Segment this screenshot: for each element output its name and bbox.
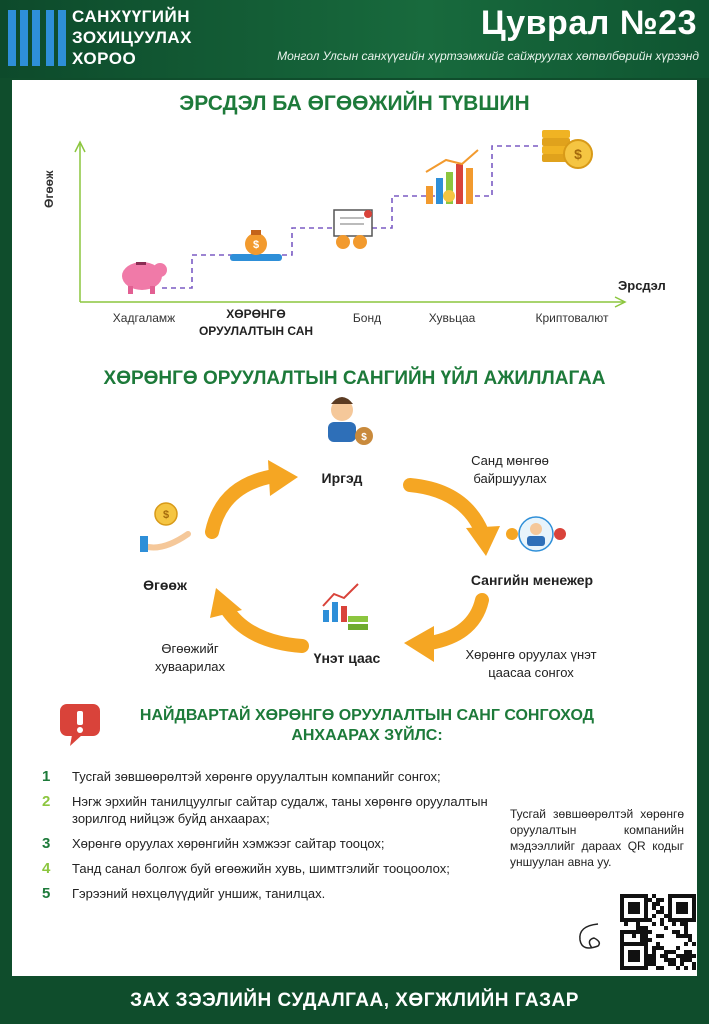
label-investment-fund: ХӨРӨНГӨ ОРУУЛАЛТЫН САН — [198, 307, 314, 338]
label-stock: Хувьцаа — [428, 311, 476, 325]
coin-hand-icon: $ — [140, 502, 191, 552]
checklist-text: Гэрээний нөхцөлүүдийг уншиж, танилцах. — [72, 886, 326, 901]
node-securities: Үнэт цаас — [313, 650, 381, 666]
risk-return-diagram: $ $ — [74, 130, 627, 308]
svg-text:$: $ — [361, 432, 367, 443]
checklist-text: Танд санал болгож буй өгөөжийн хувь, шим… — [72, 861, 450, 876]
checklist-text: Нэгж эрхийн танилцуулгыг сайтар судалж, … — [72, 794, 488, 826]
arrow-bottom-right — [404, 593, 489, 662]
arrow-bottom-left — [210, 588, 309, 653]
risk-return-title: ЭРСДЭЛ БА ӨГӨӨЖИЙН ТҮВШИН — [179, 92, 530, 115]
org-name-line-2: ЗОХИЦУУЛАХ — [72, 28, 193, 47]
label-crypto: Криптовалют — [535, 311, 609, 325]
org-name: САНХҮҮГИЙН ЗОХИЦУУЛАХ ХОРОО — [72, 6, 192, 69]
money-bag-hands-icon: $ — [230, 230, 282, 261]
checklist-item: 5 Гэрээний нөхцөлүүдийг уншиж, танилцах. — [38, 885, 488, 902]
checklist-text: Тусгай зөвшөөрөлтэй хөрөнгө оруулалтын к… — [72, 769, 441, 784]
arrow-top-right — [403, 478, 500, 556]
stock-chart-icon — [322, 583, 368, 630]
arrow-label-distribute: Өгөөжийг хуваарилах — [154, 641, 226, 674]
node-citizens: Иргэд — [321, 470, 363, 486]
arrow-label-choose-securities: Хөрөнгө оруулах үнэт цаасаа сонгох — [465, 647, 597, 680]
warning-icon — [60, 704, 100, 746]
x-axis-label: Эрсдэл — [618, 278, 666, 293]
org-name-line-3: ХОРОО — [72, 49, 137, 68]
checklist-item: 2 Нэгж эрхийн танилцуулгыг сайтар судалж… — [38, 793, 488, 827]
footer: ЗАХ ЗЭЭЛИЙН СУДАЛГАА, ХӨГЖЛИЙН ГАЗАР — [0, 978, 709, 1024]
coin-stack-icon: $ — [542, 130, 593, 169]
checklist-number: 4 — [42, 860, 51, 877]
svg-text:$: $ — [253, 239, 259, 251]
cycle-title: ХӨРӨНГӨ ОРУУЛАЛТЫН САНГИЙН ҮЙЛ АЖИЛЛАГАА — [103, 368, 606, 389]
label-savings: Хадгаламж — [112, 311, 176, 325]
checklist-number: 5 — [42, 885, 51, 902]
arrow-label-deposit: Санд мөнгөө байршуулах — [471, 453, 549, 486]
header: САНХҮҮГИЙН ЗОХИЦУУЛАХ ХОРОО Цуврал №23 М… — [0, 0, 709, 78]
investor-icon: $ — [328, 397, 373, 445]
checklist-number: 1 — [42, 768, 51, 785]
org-name-line-1: САНХҮҮГИЙН — [72, 7, 191, 26]
manager-icon — [506, 516, 566, 552]
svg-text:$: $ — [574, 146, 582, 162]
checklist-number: 2 — [42, 793, 51, 810]
arrow-top-left — [205, 460, 298, 539]
node-fund-manager: Сангийн менежер — [470, 572, 594, 588]
checklist-item: 1 Тусгай зөвшөөрөлтэй хөрөнгө оруулалтын… — [38, 768, 488, 785]
org-logo-icon — [8, 10, 66, 66]
checklist-number: 3 — [42, 835, 51, 852]
checklist-item: 3 Хөрөнгө оруулах хөрөнгийн хэмжээг сайт… — [38, 835, 488, 852]
checklist: 1 Тусгай зөвшөөрөлтэй хөрөнгө оруулалтын… — [38, 768, 488, 910]
series-number: Цуврал №23 — [480, 4, 697, 42]
signature-icon — [579, 923, 601, 949]
cycle-diagram: $ $ — [140, 397, 566, 662]
qr-code-icon[interactable] — [620, 894, 696, 970]
node-returns: Өгөөж — [143, 577, 187, 593]
footer-department: ЗАХ ЗЭЭЛИЙН СУДАЛГАА, ХӨГЖЛИЙН ГАЗАР — [130, 990, 579, 1011]
bar-chart-icon — [425, 149, 479, 204]
bond-certificate-icon — [333, 209, 373, 249]
checklist-title: НАЙДВАРТАЙ ХӨРӨНГӨ ОРУУЛАЛТЫН САНГ СОНГО… — [139, 707, 595, 744]
checklist-text: Хөрөнгө оруулах хөрөнгийн хэмжээг сайтар… — [72, 836, 385, 851]
checklist-item: 4 Танд санал болгож буй өгөөжийн хувь, ш… — [38, 860, 488, 877]
label-bond: Бонд — [352, 311, 382, 325]
content-panel: ЭРСДЭЛ БА ӨГӨӨЖИЙН ТҮВШИН $ — [12, 80, 697, 976]
qr-note: Тусгай зөвшөөрөлтэй хөрөнгө оруулалтын к… — [510, 807, 684, 869]
piggy-bank-icon — [122, 262, 167, 294]
svg-text:$: $ — [163, 509, 169, 521]
header-subtitle: Монгол Улсын санхүүгийн хүртээмжийг сайж… — [277, 49, 699, 63]
